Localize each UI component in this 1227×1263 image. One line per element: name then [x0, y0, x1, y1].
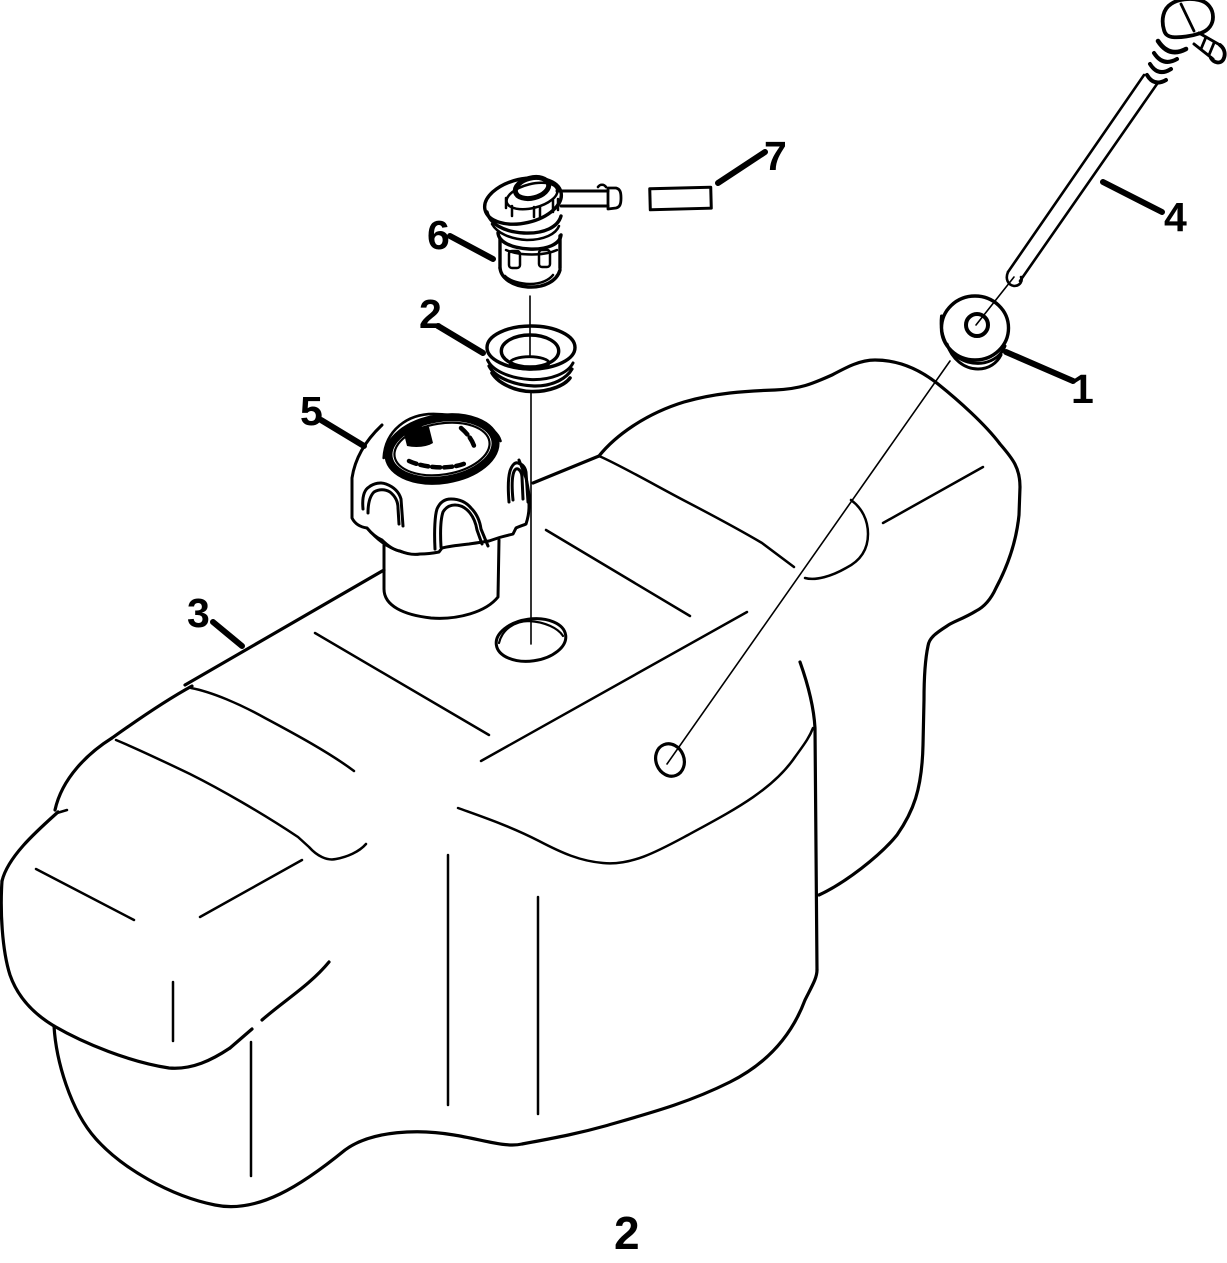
svg-text:2: 2 — [614, 1207, 640, 1259]
svg-text:5: 5 — [300, 388, 323, 434]
svg-text:3: 3 — [187, 590, 210, 636]
svg-text:6: 6 — [427, 212, 450, 258]
svg-text:2: 2 — [419, 291, 442, 337]
svg-text:1: 1 — [1071, 366, 1094, 412]
svg-text:7: 7 — [764, 133, 787, 179]
svg-text:4: 4 — [1164, 194, 1187, 240]
